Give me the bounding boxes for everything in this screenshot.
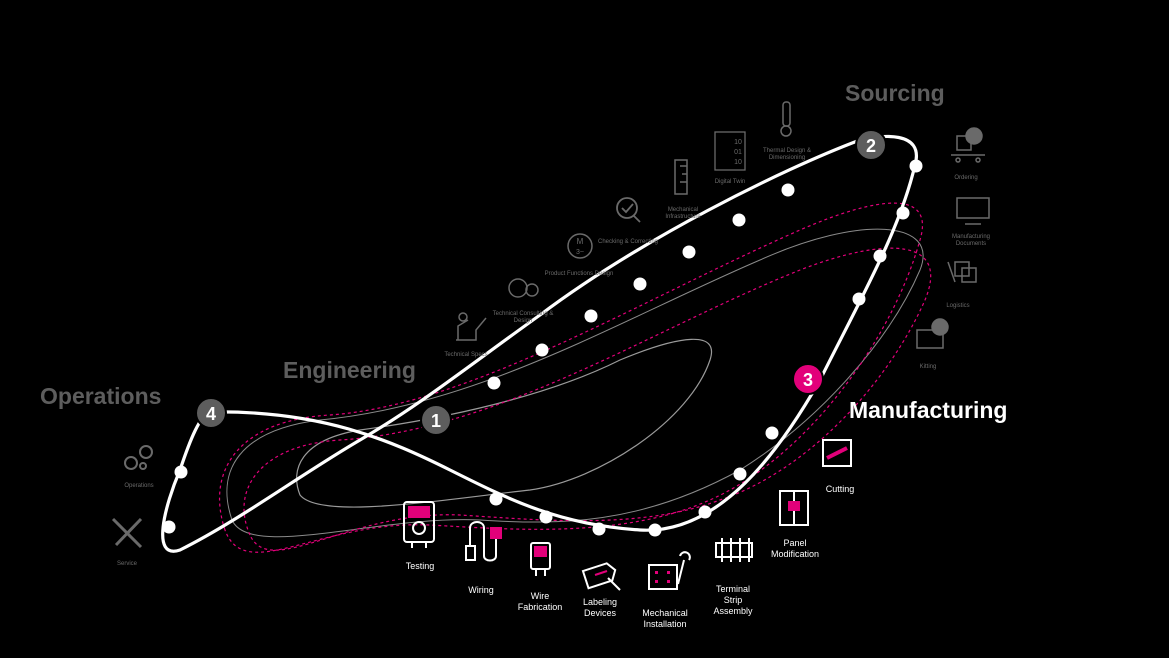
motor-icon: M 3~: [567, 233, 593, 259]
svg-text:2: 2: [866, 136, 876, 156]
phase-title-manufacturing: Manufacturing: [849, 397, 1008, 423]
step-label-panel-modification: Panel Modification: [770, 538, 820, 559]
step-label-wiring: Wiring: [468, 585, 494, 595]
svg-text:10: 10: [734, 139, 742, 146]
binary-document-icon: 10 01 10: [714, 131, 746, 171]
wire-device-icon: [530, 542, 551, 576]
terminal-strip-icon: [715, 538, 753, 562]
step-label-ordering: Ordering: [954, 175, 978, 181]
svg-text:M: M: [577, 237, 584, 246]
panel-icon: [779, 490, 809, 526]
step-label-technical-specs: Technical Specs: [444, 352, 488, 358]
step-label-logistics: Logistics: [946, 303, 970, 309]
phase-marker-2[interactable]: 2: [855, 129, 887, 161]
multimeter-icon: [403, 501, 435, 548]
kitting-laptop-icon: [916, 318, 949, 349]
wire-icon: [465, 521, 502, 562]
inner-ring-gray-2: [226, 228, 924, 538]
boxes-icon: [947, 261, 977, 283]
step-label-product-functions: Product Functions Design: [544, 271, 614, 277]
track-dots: [162, 159, 923, 537]
inner-rings: [219, 202, 932, 553]
inner-ring-pink-1: [219, 202, 923, 553]
phase-marker-4[interactable]: 4: [195, 397, 227, 429]
phase-marker-1[interactable]: 1: [420, 404, 452, 436]
svg-text:1: 1: [431, 411, 441, 431]
tools-icon: [111, 517, 143, 549]
inner-ring-pink-2: [243, 247, 932, 551]
robot-arm-icon: [456, 312, 487, 341]
cutting-icon: [822, 439, 852, 467]
step-label-cutting: Cutting: [825, 484, 855, 494]
step-label-technical-consulting: Technical Consulting & Design: [492, 311, 554, 325]
monitor-icon: [956, 197, 990, 225]
step-label-kitting: Kitting: [919, 364, 937, 370]
svg-text:3: 3: [803, 370, 813, 390]
label-tag-icon: [581, 562, 621, 591]
step-label-service: Service: [116, 561, 137, 567]
phase-title-sourcing: Sourcing: [845, 80, 945, 106]
inner-ring-gray: [296, 338, 713, 508]
phase-title-operations: Operations: [40, 383, 162, 409]
wrench-panel-icon: [648, 551, 691, 590]
ruler-icon: [674, 159, 688, 195]
step-label-labeling-devices: Labeling Devices: [582, 597, 618, 618]
step-label-testing: Testing: [405, 561, 435, 571]
svg-text:01: 01: [734, 149, 742, 156]
step-label-checking-correcting: Checking & Correcting: [597, 239, 659, 245]
consulting-chat-icon: [508, 278, 539, 298]
step-label-operations: Operations: [124, 483, 154, 489]
step-label-mechanical-infrastructure: Mechanical Infrastructure: [665, 207, 701, 221]
svg-text:3~: 3~: [576, 249, 584, 256]
step-label-mechanical-installation: Mechanical Installation: [642, 608, 688, 629]
thermometer-icon: [780, 101, 792, 137]
step-label-thermal-design: Thermal Design & Dimensioning: [762, 148, 812, 162]
gears-icon: [124, 445, 153, 470]
phase-title-engineering: Engineering: [283, 357, 416, 383]
phase-marker-3[interactable]: 3: [792, 363, 824, 395]
step-label-terminal-strip-assembly: Terminal Strip Assembly: [713, 584, 753, 616]
check-magnifier-icon: [616, 197, 641, 223]
svg-text:10: 10: [734, 159, 742, 166]
step-label-digital-twin: Digital Twin: [714, 179, 746, 185]
conveyor-icon: [951, 127, 985, 163]
svg-text:4: 4: [206, 404, 216, 424]
step-label-wire-fabrication: Wire Fabrication: [517, 591, 563, 612]
step-label-manufacturing-documents: Manufacturing Documents: [951, 234, 991, 248]
